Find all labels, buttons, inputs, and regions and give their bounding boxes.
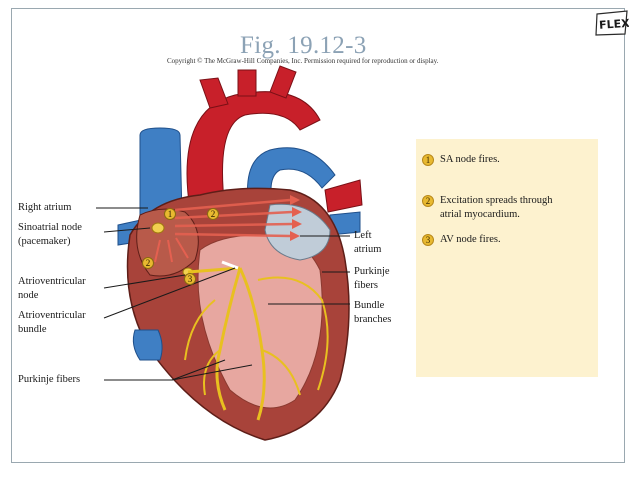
label-av-node-line2: node	[18, 290, 39, 301]
sa-node-radiating-arrows	[154, 237, 189, 263]
label-left-atrium-line1: Left	[354, 230, 372, 241]
excitation-arrows	[174, 198, 293, 238]
leader-purkinje-left-3	[171, 364, 253, 381]
label-right-atrium-text: Right atrium	[18, 202, 72, 213]
leader-sa-node	[103, 227, 151, 233]
steps-panel: 1 SA node fires. 2 Excitation spreads th…	[416, 139, 598, 377]
aorta-branch-3	[269, 65, 297, 99]
label-bundle-branches: Bundle branches	[354, 299, 391, 327]
slide-frame	[11, 8, 625, 463]
step-2-text-line2: atrial myocardium.	[440, 209, 520, 220]
label-av-node-line1: Atrioventricular	[18, 276, 86, 287]
pulmonary-vein-right	[324, 179, 363, 213]
step-3-text: AV node fires.	[440, 234, 501, 245]
inferior-vena-cava	[132, 329, 163, 361]
marker-step-3: 3	[184, 273, 196, 285]
label-bundle-branches-line1: Bundle	[354, 300, 385, 311]
label-purkinje-right-line1: Purkinje	[354, 266, 390, 277]
label-right-atrium: Right atrium	[18, 201, 71, 215]
label-sa-node-line2: (pacemaker)	[18, 236, 71, 247]
step-1-number: 1	[422, 154, 434, 166]
sa-node	[151, 222, 165, 234]
label-av-bundle-line2: bundle	[18, 324, 47, 335]
aorta	[186, 91, 321, 211]
bundle-branch-left	[238, 267, 266, 421]
av-highlight	[221, 260, 239, 270]
label-purkinje-fibers-right: Purkinje fibers	[354, 265, 390, 293]
purkinje-branch-a	[261, 349, 301, 396]
left-atrium-wall	[264, 203, 331, 261]
purkinje-left-fibers	[184, 299, 216, 361]
label-purkinje-left-text: Purkinje fibers	[18, 374, 81, 385]
label-purkinje-fibers-left: Purkinje fibers	[18, 373, 80, 387]
leader-av-bundle	[103, 267, 236, 319]
label-purkinje-right-line2: fibers	[354, 280, 378, 291]
superior-vena-cava	[139, 127, 183, 216]
marker-step-2a: 2	[207, 208, 219, 220]
copyright-notice: Copyright © The McGraw-Hill Companies, I…	[167, 57, 439, 65]
label-sa-node-line1: Sinoatrial node	[18, 222, 82, 233]
label-av-bundle: Atrioventricular bundle	[18, 309, 86, 337]
excitation-arrowheads	[290, 195, 302, 241]
marker-step-1: 1	[164, 208, 176, 220]
label-av-bundle-line1: Atrioventricular	[18, 310, 86, 321]
flex-logo: FLEX	[595, 10, 629, 36]
label-bundle-branches-line2: branches	[354, 314, 392, 325]
purkinje-branch-b	[203, 349, 221, 396]
step-3-number: 3	[422, 234, 434, 246]
label-left-atrium-line2: atrium	[354, 244, 382, 255]
purkinje-right-fibers	[257, 276, 329, 391]
aorta-branch-2	[237, 69, 257, 97]
leader-av-node	[103, 274, 186, 289]
step-2-number: 2	[422, 195, 434, 207]
bundle-branch-right	[215, 267, 242, 411]
leader-purkinje-left-2	[171, 359, 226, 381]
step-1-text: SA node fires.	[440, 154, 500, 165]
label-av-node: Atrioventricular node	[18, 275, 86, 303]
marker-step-2b: 2	[142, 257, 154, 269]
step-2-text-line1: Excitation spreads through	[440, 195, 553, 206]
label-left-atrium: Left atrium	[354, 229, 381, 257]
aorta-branch-1	[199, 77, 229, 109]
figure-title: Fig. 19.12-3	[240, 32, 367, 59]
logo-text: FLEX	[599, 17, 629, 32]
label-sa-node: Sinoatrial node (pacemaker)	[18, 221, 82, 249]
